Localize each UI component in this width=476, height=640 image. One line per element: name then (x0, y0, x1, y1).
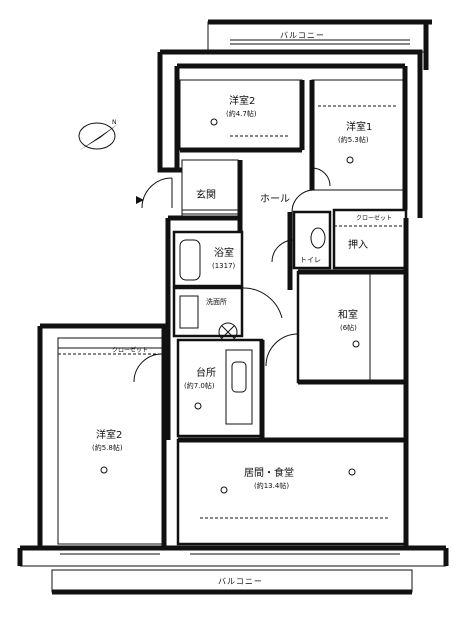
room-closet-top-name: クローゼット (356, 214, 392, 222)
room-bath-size: (1317) (212, 262, 236, 270)
room-closet-left-name: クローゼット (112, 346, 148, 354)
room-japanese-size: (6帖) (340, 323, 357, 332)
room-western2-top: 洋室2 (約4.7帖) (179, 79, 305, 153)
upper-walls (157, 49, 423, 218)
room-western-left: クローゼット 洋室2 (約5.8帖) (37, 323, 168, 548)
top-balcony-label: バルコニー (280, 31, 325, 40)
room-western-left-name: 洋室2 (96, 428, 122, 441)
room-closet-name: 押入 (348, 238, 368, 251)
room-hall: ホール (260, 189, 315, 290)
entrance-arrow-icon (136, 196, 144, 204)
room-washroom-name: 洗面所 (206, 297, 227, 306)
room-kitchen: 台所 (約7.0帖) (176, 338, 265, 440)
room-western2-top-name: 洋室2 (229, 94, 255, 107)
room-western1-size: (約5.3帖) (338, 135, 369, 144)
room-western1-name: 洋室1 (346, 120, 372, 133)
room-kitchen-name: 台所 (196, 366, 216, 379)
room-living: 居間・食堂 (約13.4帖) (176, 412, 409, 548)
room-bath: 浴室 (1317) (172, 230, 244, 288)
room-toilet-name: トイレ (300, 256, 321, 264)
left-column-walls (165, 215, 240, 440)
room-western-left-size: (約5.8帖) (92, 443, 123, 452)
room-kitchen-size: (約7.0帖) (184, 381, 215, 390)
room-bath-name: 浴室 (214, 246, 234, 259)
room-western1: 洋室1 (約5.3帖) (309, 79, 405, 191)
room-japanese-name: 和室 (338, 308, 358, 321)
room-hall-name: ホール (260, 193, 290, 205)
room-entrance: 玄関 (136, 159, 243, 232)
room-closet: クローゼット 押入 (332, 208, 408, 270)
bottom-balcony: バルコニー (51, 569, 413, 595)
room-western2-top-size: (約4.7帖) (226, 109, 257, 118)
room-toilet: トイレ (271, 210, 332, 270)
room-washroom: 洗面所 (172, 286, 283, 342)
top-balcony: バルコニー (207, 19, 432, 70)
bottom-balcony-label: バルコニー (218, 577, 263, 586)
room-living-size: (約13.4帖) (254, 481, 289, 490)
room-japanese: 和室 (6帖) (265, 218, 409, 412)
room-entrance-name: 玄関 (196, 188, 216, 201)
lower-walls (17, 545, 449, 567)
svg-text:N: N (112, 119, 117, 126)
north-compass-icon: N (78, 119, 118, 150)
room-living-name: 居間・食堂 (244, 466, 294, 479)
